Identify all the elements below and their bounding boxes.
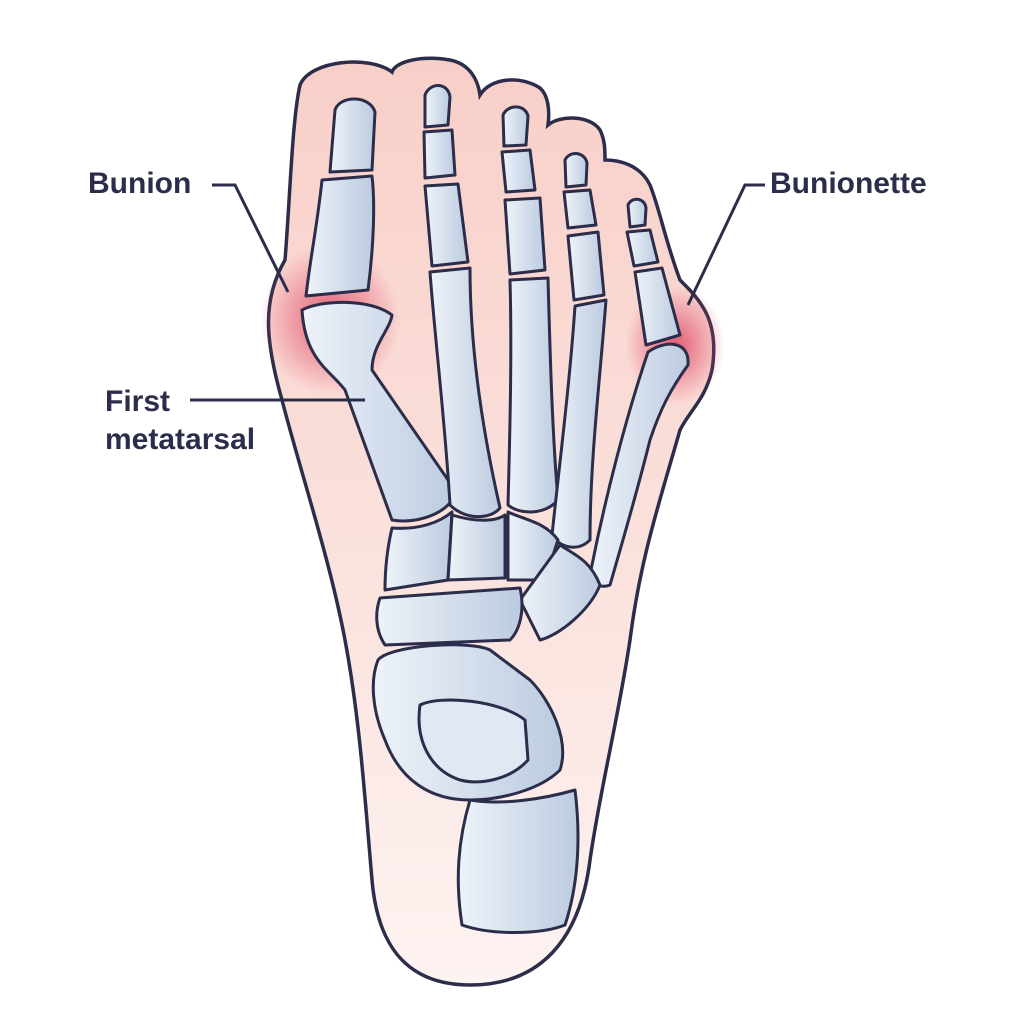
big-toe-proximal-phalanx — [304, 174, 376, 298]
first-metatarsal-label-line1: First — [105, 385, 170, 418]
bunionette-label: Bunionette — [770, 167, 927, 200]
cuboid — [518, 543, 602, 642]
talus-head — [417, 698, 530, 784]
big-toe-distal-phalanx — [328, 97, 377, 174]
bunion-label: Bunion — [88, 167, 191, 200]
bones — [300, 84, 690, 934]
bunion-leader-line — [212, 183, 290, 293]
navicular — [375, 586, 524, 647]
first-metatarsal-label-line2: metatarsal — [105, 423, 255, 456]
calcaneus — [456, 788, 580, 934]
bunionette-leader-line — [686, 183, 765, 306]
intermediate-cuneiform — [446, 513, 507, 582]
